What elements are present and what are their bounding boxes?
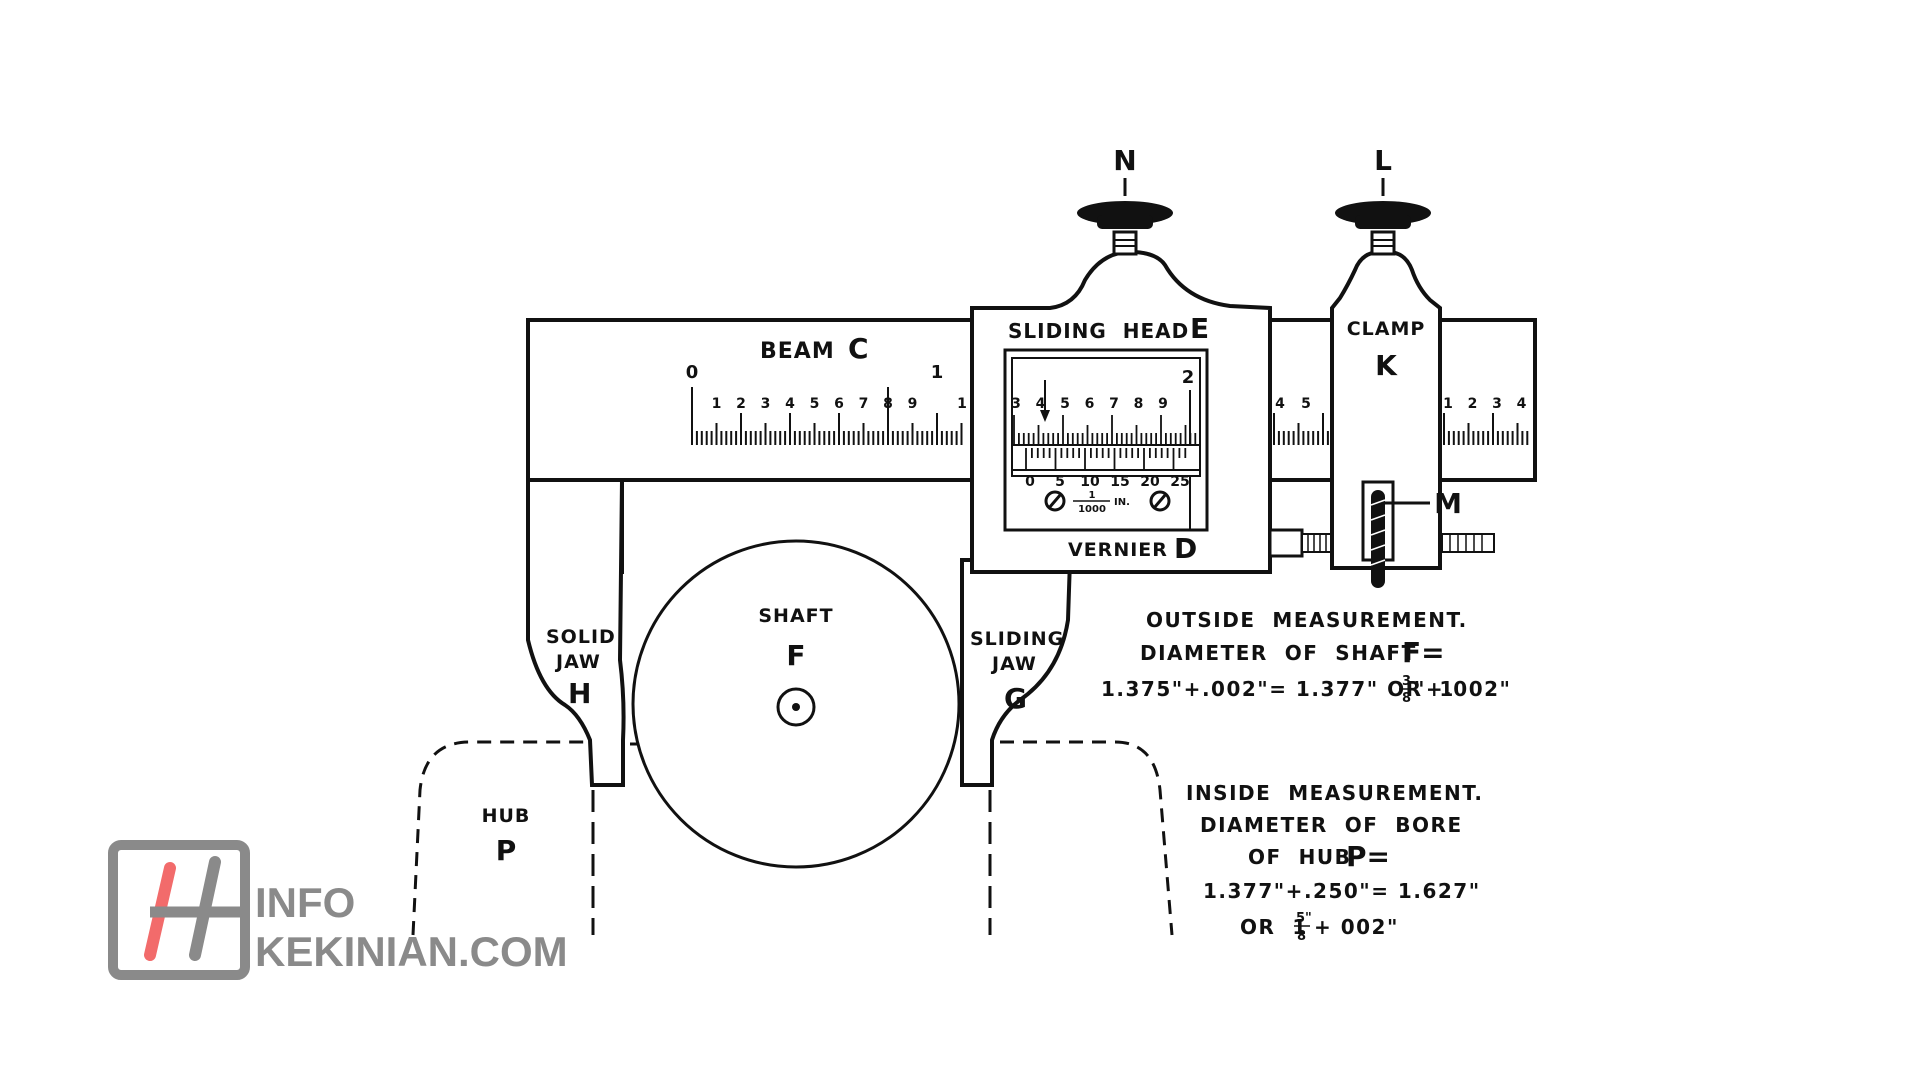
window-digit: 5 [1060,396,1070,412]
knob-n [1077,178,1173,229]
shaft-letter: F [786,639,805,672]
vernier-unit: IN. [1114,497,1130,508]
vernier-number: 20 [1140,474,1160,490]
scale-digit: 6 [834,396,844,412]
beam-scale-ticks [691,387,963,445]
beam-letter: C [848,332,869,365]
window-digit: 3 [1011,396,1021,412]
scale-digit: 7 [859,396,869,412]
clamp-screw-m [1361,480,1430,588]
sliding-jaw-label-line1: SLIDING [970,628,1064,650]
vernier-fraction-den: 1000 [1078,504,1106,515]
scale-digit: 2 [736,396,746,412]
knob-n-letter: N [1113,144,1136,177]
outside-note-frac-den: 8 [1402,691,1411,706]
reading-arrow [1040,380,1050,422]
scale-digit: 1 [712,396,722,412]
scale-right-one: 1 [957,396,967,412]
scale-digit: 3 [1492,396,1502,412]
scale-digit: 5 [810,396,820,412]
sliding-jaw-label-line2: JAW [990,653,1037,675]
vernier-number: 5 [1055,474,1065,490]
vernier-screw-right [1149,490,1171,512]
scale-one: 1 [931,362,944,383]
vernier-number: 0 [1025,474,1035,490]
outside-note-line3-tail: "+.002" [1414,677,1511,701]
watermark-line2: KEKINIAN.COM [255,928,568,975]
outside-note-line1: OUTSIDE MEASUREMENT. [1146,608,1468,632]
window-digit: 9 [1158,396,1168,412]
outside-note-line2: DIAMETER OF SHAFT [1140,641,1417,665]
outside-note-letter: F= [1402,636,1445,669]
inside-note-line5b: + 002" [1314,915,1399,939]
outside-note-line3: 1.375"+.002"= 1.377" OR 1 [1101,677,1455,701]
clamp-label: CLAMP [1347,318,1426,340]
vernier-screw-left [1044,490,1066,512]
vernier-scale-numbers: 0 5 10 15 20 25 [1025,474,1190,490]
solid-jaw-label-line2: JAW [554,651,601,673]
scale-digit: 1 [1443,396,1453,412]
shaft-label: SHAFT [758,605,833,627]
scale-digit: 8 [883,396,893,412]
vernier-fraction: 1 1000 IN. [1073,490,1130,515]
inside-note-line2: DIAMETER OF BORE [1200,813,1463,837]
clamp [1330,230,1442,570]
watermark-logo [108,840,250,980]
outside-measurement-note: OUTSIDE MEASUREMENT. DIAMETER OF SHAFT F… [1101,608,1511,706]
inside-note-line4: 1.377"+.250"= 1.627" [1203,879,1481,903]
vernier-fraction-num: 1 [1089,490,1096,501]
solid-jaw-label-line1: SOLID [546,626,616,648]
sliding-head-label: SLIDING HEAD [1008,319,1189,343]
vernier-scale-ticks [1025,448,1187,470]
window-digit: 7 [1109,396,1119,412]
scale-digit: 5 [1301,396,1311,412]
sliding-jaw-letter: G [1004,682,1027,715]
inside-note-line5a: OR 1 [1240,915,1308,939]
solid-jaw [526,478,626,787]
screw-m-letter: M [1434,487,1462,520]
knob-l-letter: L [1374,144,1392,177]
hub-label: HUB [482,805,531,827]
beam-label: BEAM [760,339,835,364]
shaft [631,539,961,869]
scale-digit: 3 [761,396,771,412]
scale-zero: 0 [686,362,699,383]
scale-digit: 2 [1468,396,1478,412]
knob-l [1335,178,1431,229]
vernier-letter: D [1174,532,1197,565]
hub-letter: P [496,834,517,867]
clamp-letter: K [1375,349,1398,382]
window-two: 2 [1182,367,1195,388]
window-scale-ticks [1013,415,1197,445]
window-digit: 6 [1085,396,1095,412]
inside-measurement-note: INSIDE MEASUREMENT. DIAMETER OF BORE OF … [1186,781,1483,944]
outside-note-frac-num: 3 [1402,674,1411,689]
inside-note-frac-den: 8 [1297,929,1306,944]
inside-note-line3: OF HUB [1248,845,1351,869]
inside-note-frac-num: 5" [1296,911,1312,926]
inside-note-letter: P= [1346,840,1390,873]
vernier-number: 25 [1170,474,1189,490]
sliding-jaw [960,558,1073,787]
window-digit: 4 [1036,396,1046,412]
vernier-label: VERNIER [1068,539,1168,561]
vernier-window [1003,348,1209,532]
inside-note-line1: INSIDE MEASUREMENT. [1186,781,1483,805]
sliding-head-letter: E [1190,312,1209,345]
scale-digit: 9 [908,396,918,412]
vernier-number: 10 [1080,474,1100,490]
solid-jaw-letter: H [568,677,591,710]
adjusting-screw [1268,528,1495,558]
scale-digit: 4 [1275,396,1285,412]
window-digit: 8 [1134,396,1144,412]
vernier-number: 15 [1110,474,1129,490]
scale-digit: 4 [785,396,795,412]
scale-digit: 4 [1517,396,1527,412]
watermark-line1: INFO [255,879,355,926]
